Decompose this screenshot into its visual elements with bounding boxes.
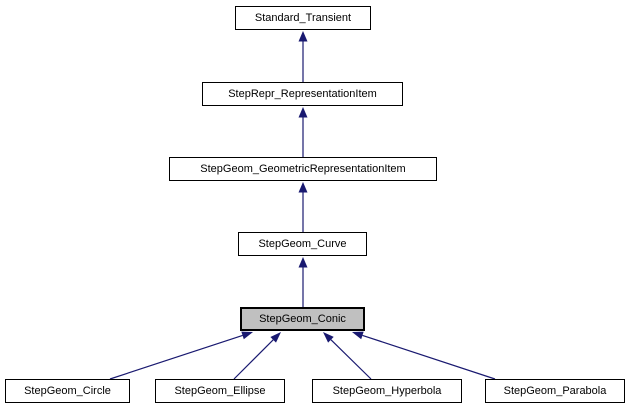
edge-hyperbola-to-conic (323, 332, 372, 380)
node-stepgeom-geometricrepresentationitem[interactable]: StepGeom_GeometricRepresentationItem (169, 157, 437, 181)
node-steprepr-representationitem[interactable]: StepRepr_RepresentationItem (202, 82, 403, 106)
edge-circle-to-conic (109, 331, 253, 380)
edge-conic-to-curve (298, 257, 308, 307)
node-stepgeom-curve[interactable]: StepGeom_Curve (238, 232, 367, 256)
edge-geomrep-to-steprepr (298, 107, 308, 157)
edge-ellipse-to-conic (233, 332, 281, 380)
node-stepgeom-parabola[interactable]: StepGeom_Parabola (485, 379, 625, 403)
edge-parabola-to-conic (352, 331, 496, 380)
node-stepgeom-conic-current: StepGeom_Conic (240, 307, 365, 331)
node-stepgeom-hyperbola[interactable]: StepGeom_Hyperbola (312, 379, 462, 403)
node-standard-transient[interactable]: Standard_Transient (235, 6, 371, 30)
node-stepgeom-circle[interactable]: StepGeom_Circle (5, 379, 130, 403)
node-stepgeom-ellipse[interactable]: StepGeom_Ellipse (155, 379, 285, 403)
edge-steprepr-to-standard (298, 31, 308, 82)
edge-curve-to-geomrep (298, 182, 308, 232)
